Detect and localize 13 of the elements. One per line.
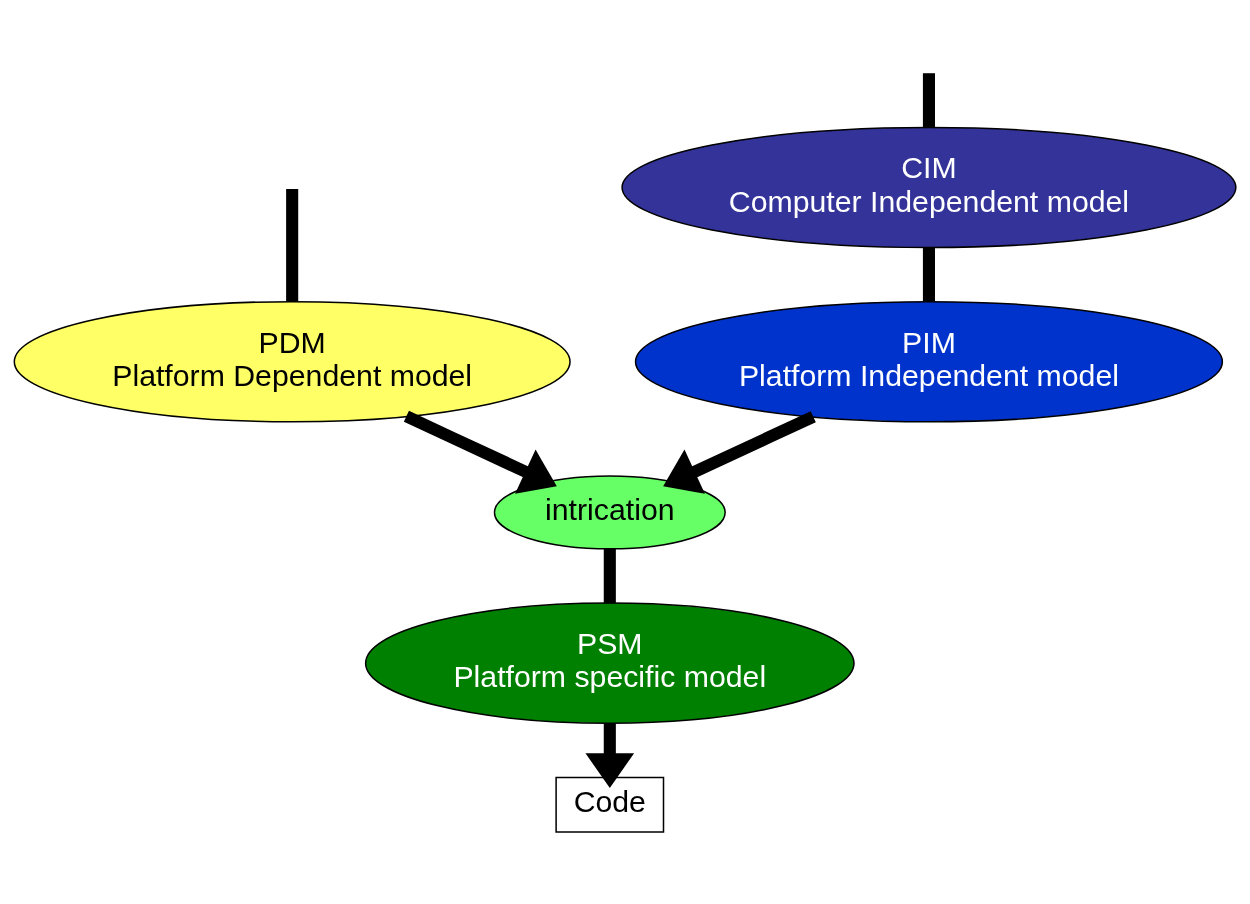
connector (286, 189, 299, 302)
node-box: Code (555, 776, 665, 833)
node-ellipse: PSM Platform specific model (364, 602, 855, 724)
arrow (403, 410, 557, 494)
connector (922, 73, 935, 127)
node-ellipse: PDM Platform Dependent model (13, 300, 571, 423)
node-ellipse: intrication (493, 475, 726, 550)
node-ellipse: CIM Computer Independent model (621, 126, 1237, 249)
arrow (663, 411, 816, 494)
connector (603, 548, 616, 604)
connector (922, 247, 935, 302)
arrow (585, 723, 635, 789)
node-ellipse: PIM Platform Independent model (634, 300, 1224, 423)
